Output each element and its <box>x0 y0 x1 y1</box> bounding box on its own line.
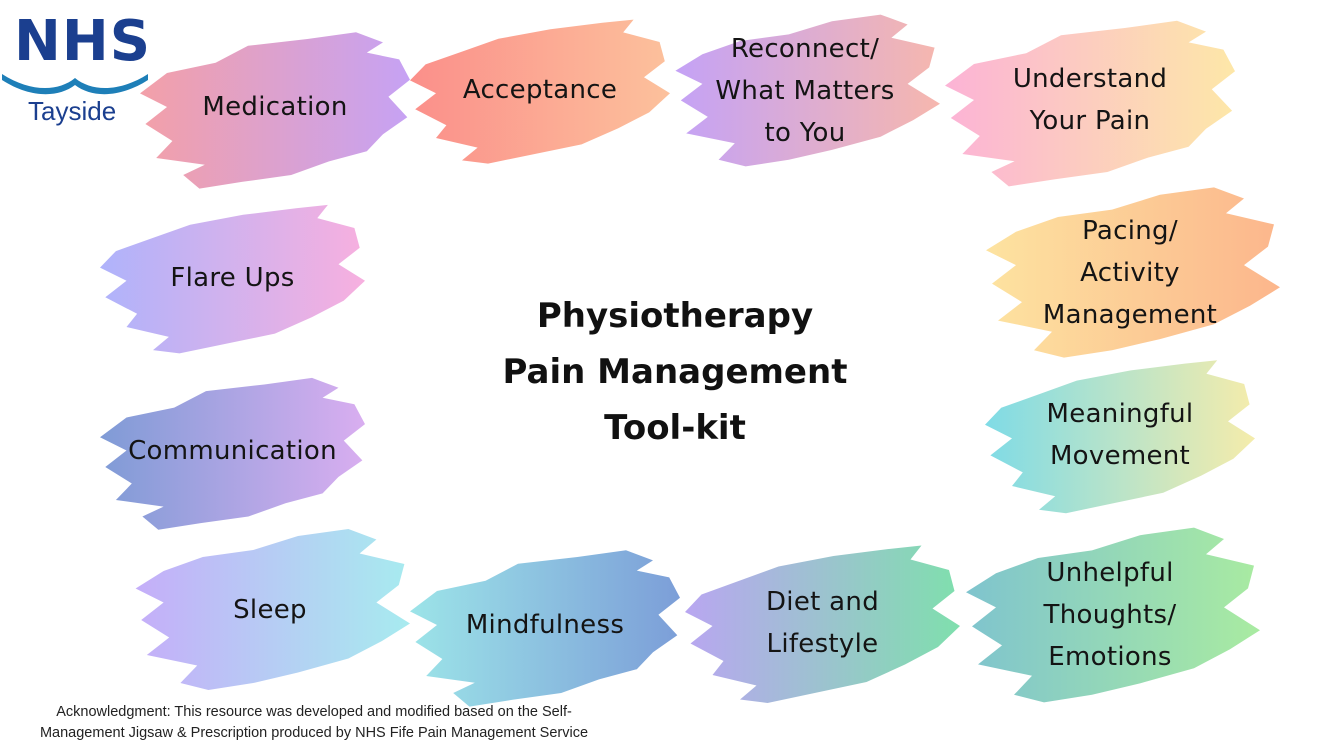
tile-mindfulness: Mindfulness <box>410 540 680 710</box>
tile-label: Diet and Lifestyle <box>765 586 879 659</box>
tile-label: Unhelpful Thoughts/ Emotions <box>1043 558 1177 672</box>
tile-reconnect: Reconnect/ What Matters to You <box>670 8 940 173</box>
tile-label: Acceptance <box>462 75 618 105</box>
tile-diet-lifestyle: Diet and Lifestyle <box>685 535 960 710</box>
tile-label: Communication <box>128 435 337 466</box>
brush-stroke-shape <box>675 14 940 167</box>
tile-label: Sleep <box>233 594 307 625</box>
tile-label: Understand Your Pain <box>1012 64 1168 136</box>
acknowledgment-text: Acknowledgment: This resource was develo… <box>39 704 589 741</box>
tile-label: Reconnect/ What Matters to You <box>715 33 895 148</box>
tile-acceptance: Acceptance <box>410 10 670 170</box>
logo-wave-icon <box>2 74 148 95</box>
tile-understand-your-pain: Understand Your Pain <box>945 10 1235 190</box>
brush-stroke-shape <box>986 187 1280 358</box>
brush-stroke-shape <box>100 204 365 354</box>
tile-label: Pacing/ Activity Management <box>1042 215 1218 330</box>
brush-stroke-shape <box>410 550 680 707</box>
tile-unhelpful-thoughts: Unhelpful Thoughts/ Emotions <box>960 520 1260 710</box>
tile-label: Medication <box>202 92 348 122</box>
tile-medication: Medication <box>140 22 410 192</box>
brush-stroke-shape <box>945 20 1235 187</box>
tile-meaningful-movement: Meaningful Movement <box>985 350 1255 520</box>
nhs-tayside-logo: NHS Tayside <box>0 12 150 132</box>
brush-stroke-shape <box>410 19 670 164</box>
tile-communication: Communication <box>100 368 365 533</box>
brush-stroke-shape <box>685 545 960 703</box>
brush-stroke-shape <box>100 377 365 530</box>
tile-label: Meaningful Movement <box>1046 399 1194 471</box>
brush-stroke-shape <box>966 527 1260 703</box>
brush-stroke-shape <box>140 32 410 189</box>
tile-label: Flare Ups <box>170 262 295 293</box>
logo-brand: NHS <box>14 9 152 74</box>
logo-region: Tayside <box>28 96 117 126</box>
tile-label: Mindfulness <box>465 610 625 640</box>
tile-sleep: Sleep <box>130 522 410 697</box>
page-title: Physiotherapy Pain Management Tool-kit <box>502 296 848 448</box>
tile-flare-ups: Flare Ups <box>100 195 365 360</box>
brush-stroke-shape <box>135 529 410 690</box>
brush-stroke-shape <box>985 360 1255 514</box>
tile-pacing: Pacing/ Activity Management <box>980 180 1280 365</box>
